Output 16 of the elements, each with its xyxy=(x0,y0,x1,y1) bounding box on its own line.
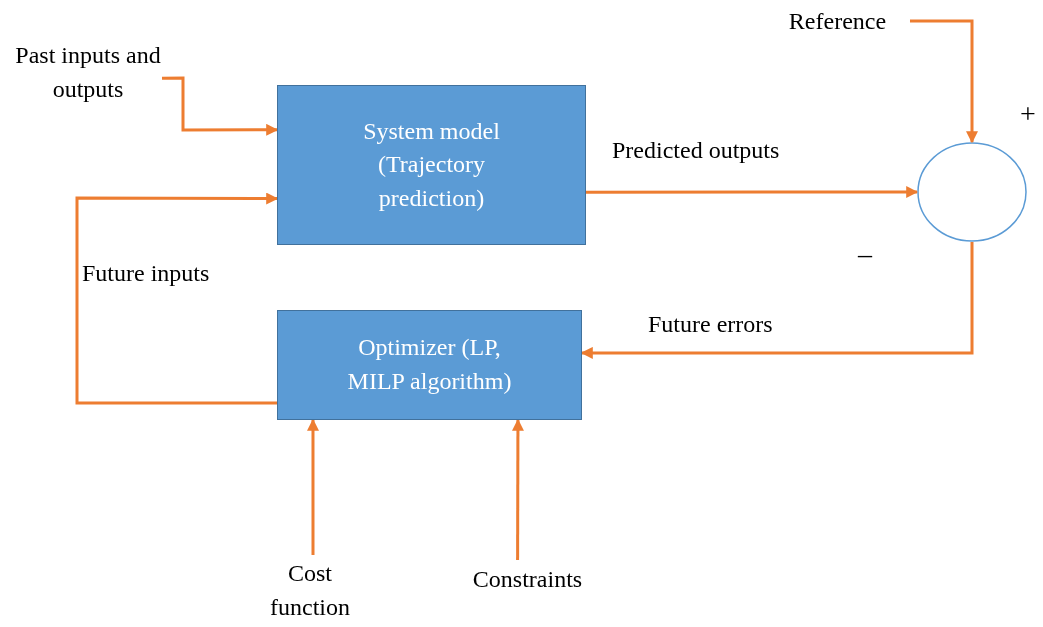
input-label: Cost function xyxy=(250,555,370,627)
arrow xyxy=(511,418,524,560)
sign-label: + xyxy=(1020,100,1036,128)
input-label: Reference xyxy=(765,4,910,40)
process-box: Optimizer (LP, MILP algorithm) xyxy=(277,310,582,420)
arrow xyxy=(162,76,279,136)
arrow xyxy=(75,192,279,405)
input-label: Past inputs and outputs xyxy=(14,36,162,110)
input-label: Constraints xyxy=(445,560,610,600)
process-box: System model (Trajectory prediction) xyxy=(277,85,586,245)
summing-junction xyxy=(917,142,1027,242)
arrow xyxy=(307,418,319,555)
arrow xyxy=(586,186,919,198)
arrow xyxy=(580,242,974,359)
sign-label: – xyxy=(858,240,872,268)
arrow xyxy=(910,19,978,144)
